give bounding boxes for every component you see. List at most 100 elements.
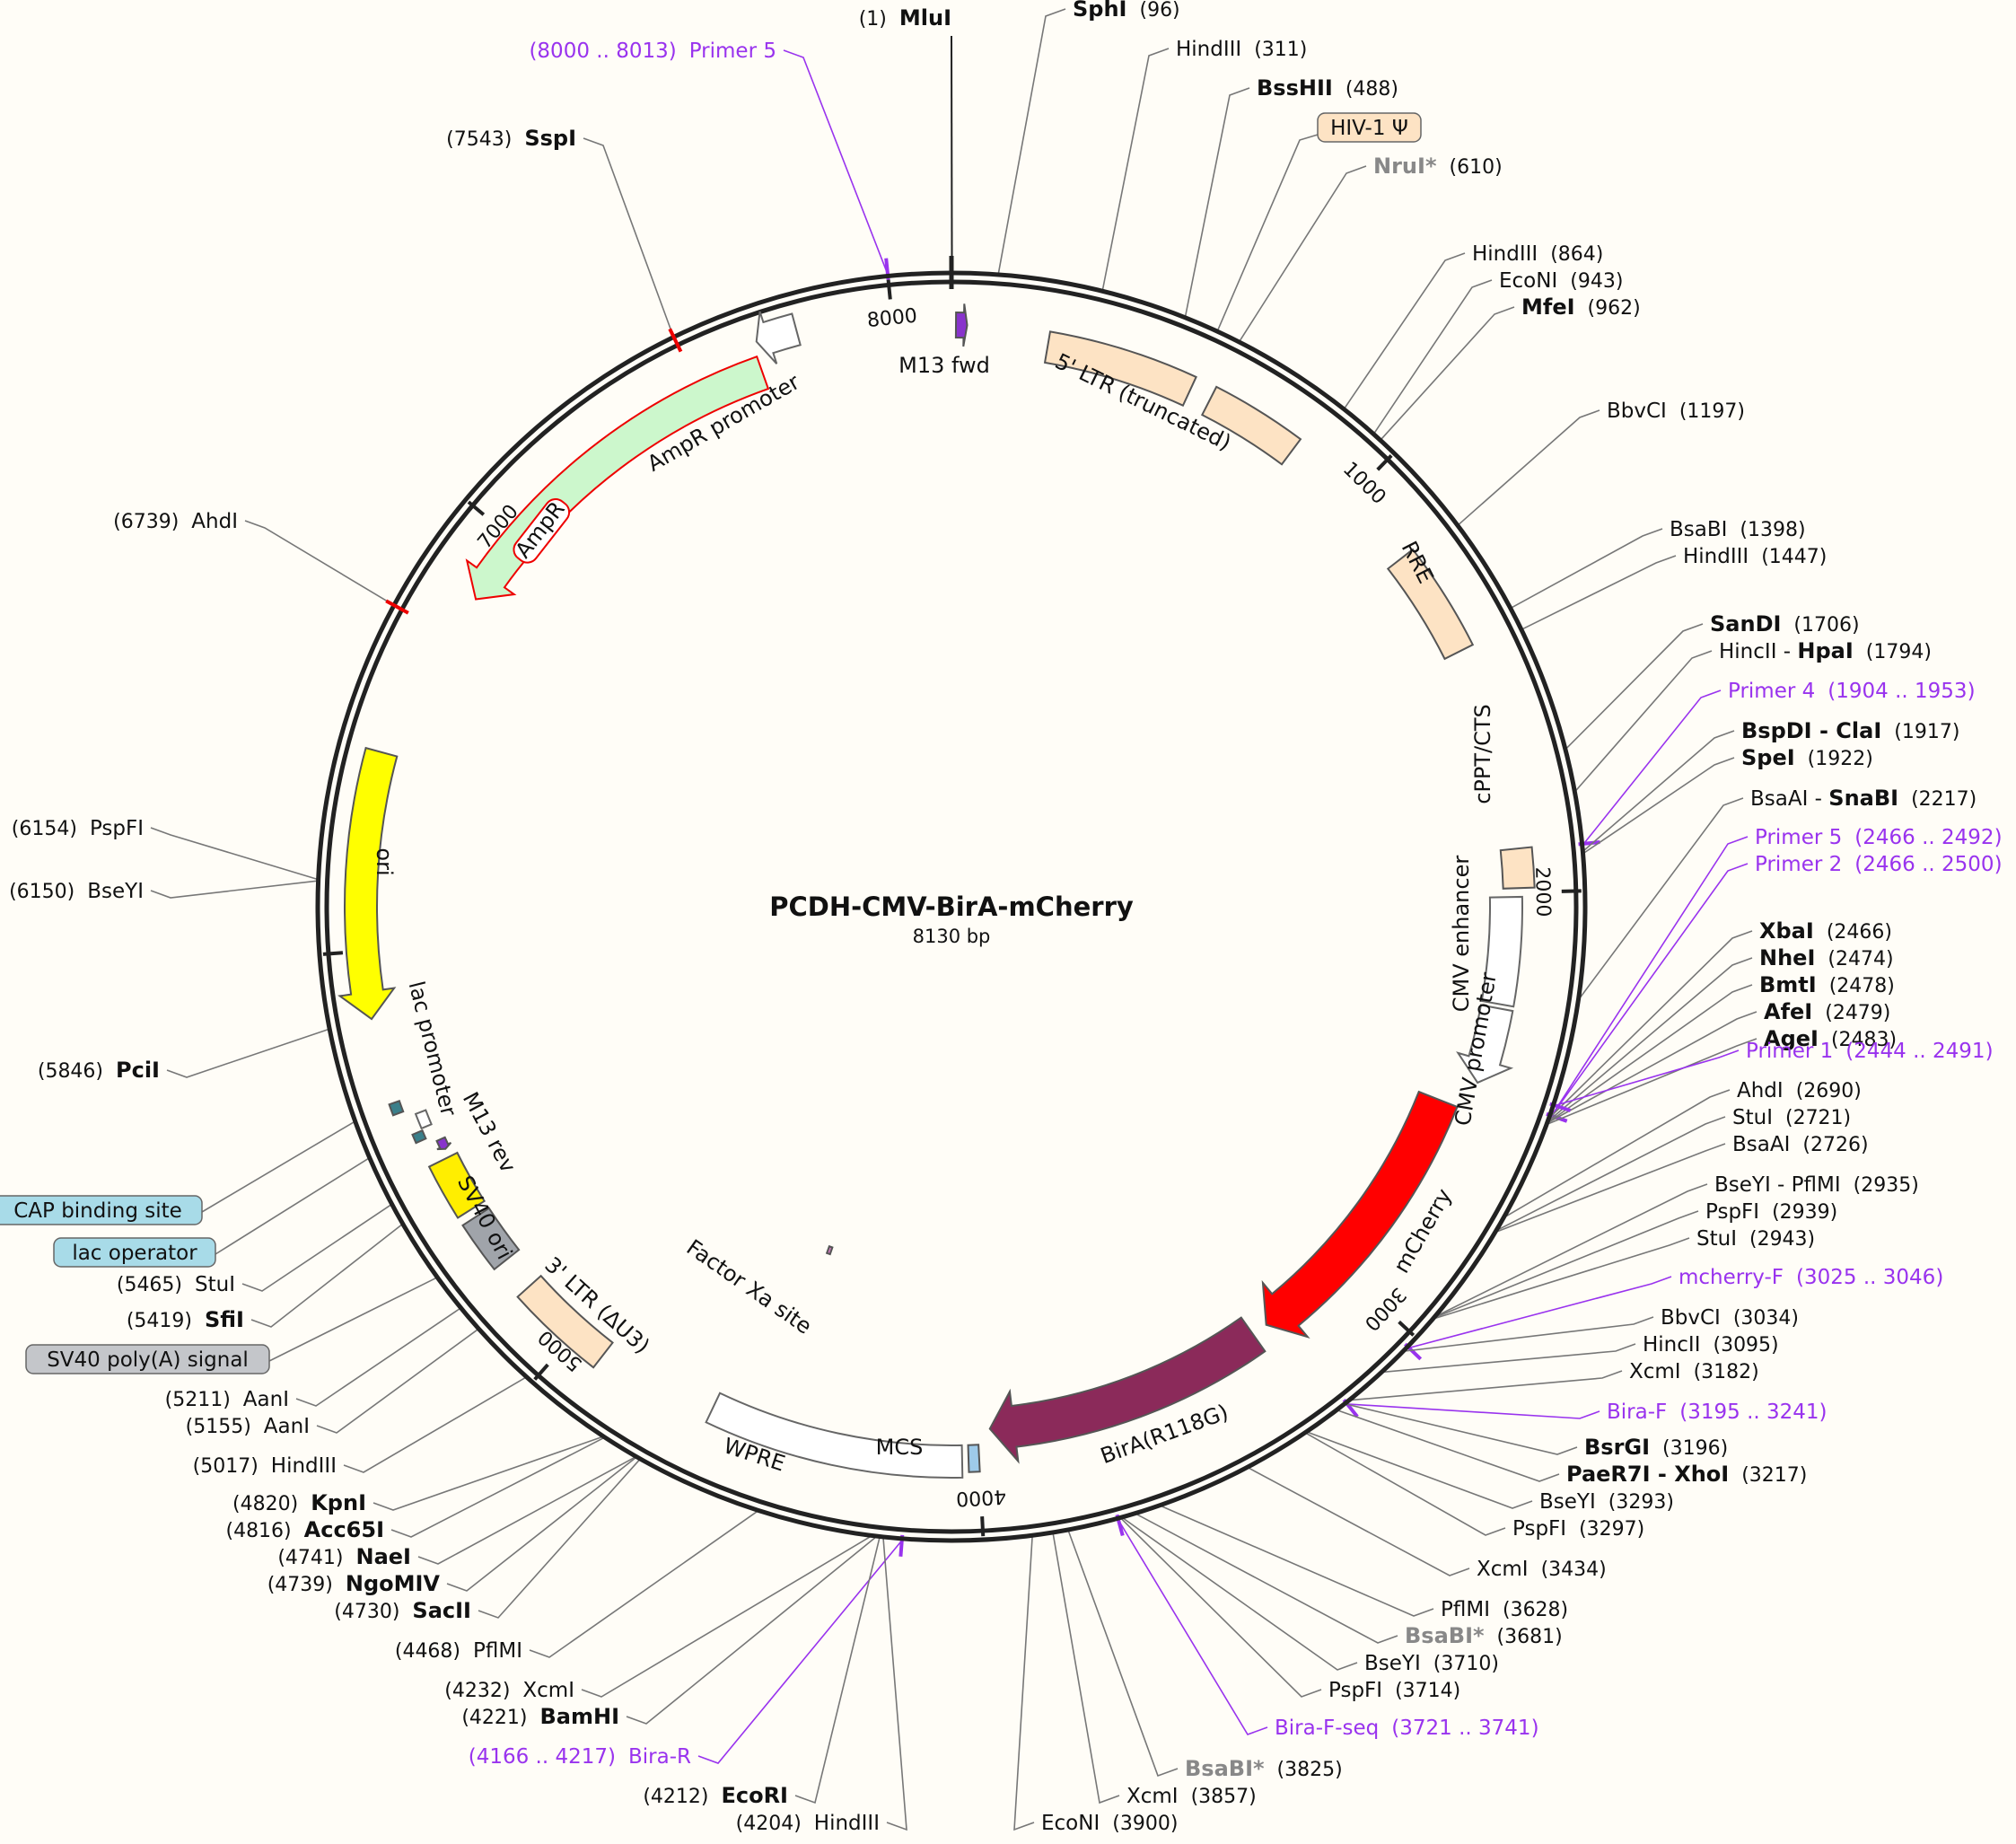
- site-left-1[interactable]: (7543)SspI: [446, 126, 576, 151]
- site-right-8[interactable]: MfeI(962): [1521, 294, 1641, 320]
- feature-5-ltr-truncated-part-2[interactable]: [1200, 385, 1302, 466]
- site-left-5[interactable]: (5846)PciI: [38, 1058, 160, 1083]
- feature-5-ltr-truncated-[interactable]: [1043, 330, 1197, 408]
- site-right-13[interactable]: HincII - HpaI(1794): [1719, 638, 1932, 663]
- site-right-39[interactable]: BseYI(3293): [1539, 1490, 1674, 1514]
- site-right-36[interactable]: Bira-F(3195 .. 3241): [1607, 1401, 1828, 1424]
- site-left-4[interactable]: (6150)BseYI: [9, 880, 144, 903]
- site-right-46[interactable]: Bira-F-seq(3721 .. 3741): [1275, 1717, 1539, 1740]
- site-right-21[interactable]: NheI(2474): [1759, 945, 1894, 970]
- feature-sv40-poly-a-signal[interactable]: [461, 1207, 521, 1271]
- site-right-26[interactable]: AhdI(2690): [1737, 1079, 1862, 1102]
- site-right-6[interactable]: HindIII(864): [1472, 242, 1603, 266]
- site-right-10[interactable]: BsaBI(1398): [1670, 518, 1806, 541]
- feature-3-ltr-u3-[interactable]: [516, 1274, 614, 1369]
- site-right-25[interactable]: Primer 1(2444 .. 2491): [1746, 1040, 1994, 1063]
- site-right-45[interactable]: PspFI(3714): [1328, 1679, 1460, 1702]
- feature-ampr-promoter[interactable]: [755, 311, 802, 364]
- site-right-5[interactable]: NruI*(610): [1373, 154, 1503, 179]
- site-left-3[interactable]: (6154)PspFI: [12, 817, 144, 840]
- feature-lac-promoter[interactable]: [414, 1109, 433, 1130]
- feature-sv40-ori[interactable]: [427, 1151, 486, 1219]
- site-right-24[interactable]: AgeI(2483): [1764, 1026, 1897, 1051]
- site-right-7[interactable]: EcoNI(943): [1499, 269, 1623, 293]
- leader-left-19: [529, 1511, 758, 1658]
- feature-mcherry[interactable]: [1261, 1090, 1459, 1339]
- site-position: (1447): [1761, 546, 1827, 568]
- feature-cap-binding-site[interactable]: [388, 1100, 405, 1117]
- site-left-14[interactable]: (4820)KpnI: [232, 1490, 366, 1515]
- feature-cmv-enhancer[interactable]: [1480, 895, 1523, 1008]
- site-left-11[interactable]: (5211)AanI: [165, 1388, 289, 1411]
- site-right-35[interactable]: XcmI(3182): [1629, 1360, 1759, 1383]
- site-right-23[interactable]: AfeI(2479): [1764, 999, 1890, 1024]
- site-right-18[interactable]: Primer 5(2466 .. 2492): [1755, 826, 2003, 849]
- site-left-12[interactable]: (5155)AanI: [186, 1415, 310, 1438]
- site-right-22[interactable]: BmtI(2478): [1759, 972, 1895, 997]
- site-right-44[interactable]: BseYI(3710): [1364, 1652, 1499, 1675]
- site-right-12[interactable]: SanDI(1706): [1710, 611, 1860, 637]
- feature-m13-rev[interactable]: [435, 1136, 452, 1151]
- site-left-16[interactable]: (4741)NaeI: [277, 1544, 411, 1569]
- site-right-28[interactable]: BsaAI(2726): [1732, 1133, 1869, 1156]
- feature-wpre[interactable]: [705, 1392, 964, 1479]
- site-right-48[interactable]: XcmI(3857): [1126, 1785, 1257, 1808]
- site-left-21[interactable]: (4221)BamHI: [461, 1704, 619, 1729]
- site-right-14[interactable]: Primer 4(1904 .. 1953): [1728, 680, 1976, 703]
- feature-cmv-promoter[interactable]: [1456, 1004, 1514, 1084]
- site-right-15[interactable]: BspDI - ClaI(1917): [1741, 718, 1959, 743]
- site-left-9[interactable]: (5419)SfiI: [127, 1307, 244, 1332]
- site-left-22[interactable]: (4166 .. 4217)Bira-R: [469, 1745, 691, 1769]
- site-right-47[interactable]: BsaBI*(3825): [1185, 1756, 1343, 1781]
- site-right-17[interactable]: BsaAI - SnaBI(2217): [1750, 786, 1977, 811]
- site-right-0[interactable]: (1)MluI: [859, 5, 951, 31]
- leader-right-11: [1522, 555, 1677, 630]
- leader-left-23: [794, 1538, 881, 1804]
- site-right-33[interactable]: BbvCI(3034): [1661, 1306, 1799, 1330]
- site-right-49[interactable]: EcoNI(3900): [1041, 1812, 1178, 1835]
- site-left-0[interactable]: (8000 .. 8013)Primer 5: [529, 40, 776, 63]
- site-right-32[interactable]: mcherry-F(3025 .. 3046): [1679, 1266, 1943, 1289]
- site-position: (3681): [1497, 1626, 1563, 1648]
- site-right-3[interactable]: BssHII(488): [1257, 75, 1398, 101]
- feature-cppt-cts[interactable]: [1499, 846, 1536, 890]
- site-left-15[interactable]: (4816)Acc65I: [225, 1517, 384, 1542]
- site-left-20[interactable]: (4232)XcmI: [444, 1679, 574, 1702]
- feature-rre[interactable]: [1386, 548, 1475, 661]
- feature-bira-r118g-[interactable]: [988, 1316, 1267, 1464]
- site-right-9[interactable]: BbvCI(1197): [1607, 400, 1745, 423]
- site-right-19[interactable]: Primer 2(2466 .. 2500): [1755, 853, 2003, 876]
- site-left-23[interactable]: (4212)EcoRI: [643, 1783, 788, 1808]
- site-left-18[interactable]: (4730)SacII: [334, 1598, 471, 1623]
- site-name: PaeR7I - XhoI: [1566, 1462, 1729, 1487]
- site-right-1[interactable]: SphI(96): [1073, 0, 1180, 22]
- site-right-40[interactable]: PspFI(3297): [1512, 1517, 1644, 1541]
- feature-lac-operator[interactable]: [411, 1128, 427, 1145]
- site-right-41[interactable]: XcmI(3434): [1477, 1558, 1607, 1581]
- site-right-2[interactable]: HindIII(311): [1176, 38, 1307, 61]
- site-right-11[interactable]: HindIII(1447): [1683, 545, 1827, 568]
- site-right-16[interactable]: SpeI(1922): [1741, 745, 1873, 770]
- feature-ampr[interactable]: [465, 355, 770, 601]
- site-left-17[interactable]: (4739)NgoMIV: [267, 1571, 441, 1596]
- feature-m13-fwd[interactable]: [954, 303, 969, 347]
- site-right-34[interactable]: HincII(3095): [1643, 1333, 1779, 1357]
- site-left-8[interactable]: (5465)StuI: [117, 1273, 235, 1296]
- feature-mcs[interactable]: [967, 1444, 981, 1473]
- site-right-29[interactable]: BseYI - PflMI(2935): [1714, 1173, 1919, 1197]
- site-left-19[interactable]: (4468)PflMI: [395, 1639, 522, 1663]
- leader-right-14: [1582, 689, 1722, 845]
- site-left-24[interactable]: (4204)HindIII: [736, 1812, 880, 1835]
- feature-ori[interactable]: [337, 746, 399, 1021]
- site-left-2[interactable]: (6739)AhdI: [113, 510, 238, 533]
- feature-factor-xa-site[interactable]: [825, 1244, 834, 1256]
- site-right-38[interactable]: PaeR7I - XhoI(3217): [1566, 1462, 1807, 1487]
- site-right-30[interactable]: PspFI(2939): [1705, 1200, 1837, 1224]
- site-right-20[interactable]: XbaI(2466): [1759, 918, 1892, 944]
- site-right-42[interactable]: PflMI(3628): [1441, 1598, 1568, 1621]
- site-left-13[interactable]: (5017)HindIII: [193, 1454, 337, 1478]
- site-right-27[interactable]: StuI(2721): [1732, 1106, 1851, 1129]
- site-right-37[interactable]: BsrGI(3196): [1584, 1435, 1728, 1460]
- site-right-31[interactable]: StuI(2943): [1696, 1227, 1815, 1251]
- site-right-43[interactable]: BsaBI*(3681): [1405, 1623, 1563, 1648]
